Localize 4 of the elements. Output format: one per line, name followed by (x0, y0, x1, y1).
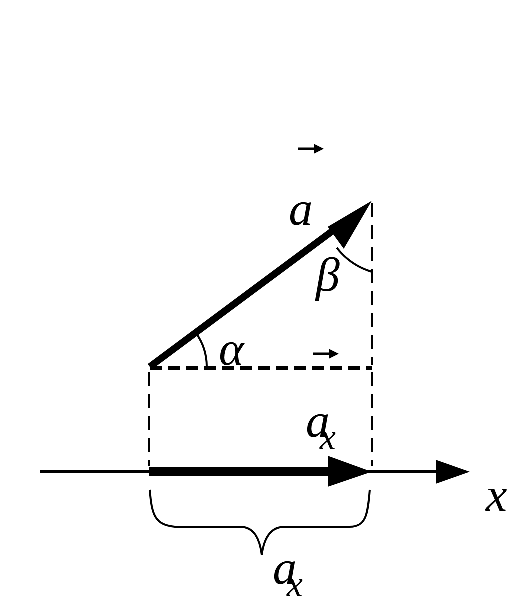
angle-label: α (219, 326, 244, 374)
angle-label: β (316, 252, 340, 300)
axis-label: x (486, 472, 508, 520)
vector-label: a (289, 186, 313, 234)
